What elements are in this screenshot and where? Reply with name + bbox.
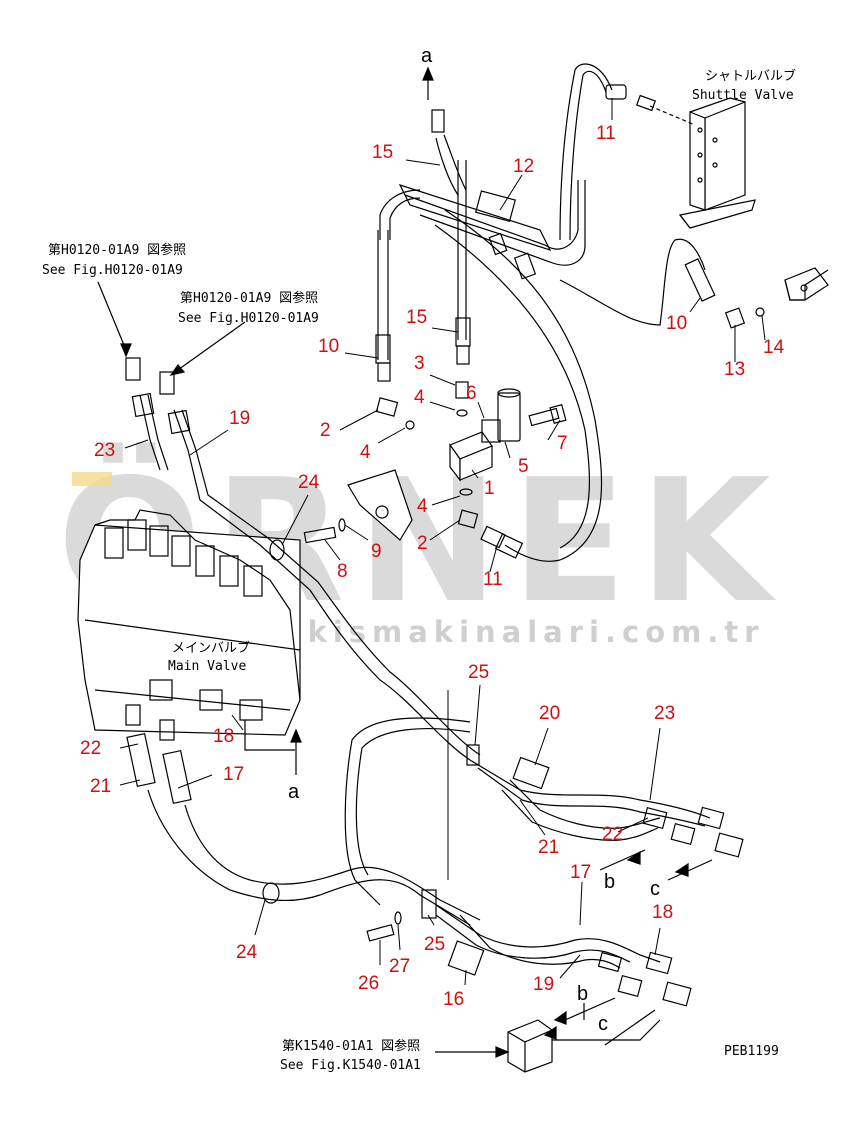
callout-7: 7 (557, 433, 568, 454)
callout-23-right: 23 (654, 703, 675, 724)
callout-15-top: 15 (372, 142, 393, 163)
main-valve-body (77, 509, 301, 736)
main-valve-label-en: Main Valve (168, 659, 246, 674)
callout-9: 9 (371, 541, 382, 562)
callout-15-mid: 15 (406, 307, 427, 328)
callout-16: 16 (443, 989, 464, 1010)
callout-11-top: 11 (596, 123, 616, 144)
ref-h0120-2-jp: 第H0120-01A9 図参照 (180, 290, 318, 306)
callout-2-top: 2 (320, 420, 331, 441)
callout-25-bottom: 25 (424, 934, 445, 955)
callout-10-right: 10 (666, 313, 687, 334)
callout-20: 20 (539, 703, 560, 724)
ref-h0120-2-en: See Fig.H0120-01A9 (178, 311, 319, 326)
callout-25-top: 25 (468, 662, 489, 683)
callout-22-right: 22 (602, 824, 623, 845)
callout-10-left: 10 (318, 336, 339, 357)
line-work (77, 63, 829, 1073)
callout-24-bottom: 24 (236, 942, 258, 963)
callout-4-c: 4 (417, 496, 428, 517)
shuttle-valve-label-jp: シャトルバルブ (705, 68, 796, 84)
callout-4-b: 4 (360, 442, 371, 463)
arrow-b-upper: b (604, 871, 615, 893)
callout-22-left: 22 (80, 738, 101, 759)
callout-23-top: 23 (94, 440, 115, 461)
arrow-a-bottom: a (288, 781, 300, 803)
callout-14: 14 (763, 337, 785, 358)
shuttle-valve-body (678, 97, 756, 229)
callout-26: 26 (358, 973, 379, 994)
callout-13: 13 (724, 359, 745, 380)
callout-19-bottom: 19 (533, 974, 554, 995)
callout-21-right: 21 (538, 837, 559, 858)
ref-k1540-jp: 第K1540-01A1 図参照 (282, 1038, 420, 1054)
diagram-id: PEB1199 (724, 1044, 779, 1059)
part-callouts: 15 12 11 15 10 10 14 13 3 4 6 2 4 7 5 1 … (80, 123, 785, 1010)
reference-labels: 第H0120-01A9 図参照 See Fig.H0120-01A9 第H012… (42, 68, 796, 1073)
callout-3: 3 (414, 353, 425, 374)
ref-h0120-1-jp: 第H0120-01A9 図参照 (48, 242, 186, 258)
callout-4-a: 4 (414, 387, 425, 408)
callout-12: 12 (513, 156, 534, 177)
callout-17-left: 17 (223, 764, 244, 785)
callout-18-left: 18 (213, 726, 234, 747)
arrow-c-upper: c (650, 878, 660, 900)
callout-17-right: 17 (570, 862, 591, 883)
callout-8: 8 (337, 561, 348, 582)
ref-h0120-1-en: See Fig.H0120-01A9 (42, 263, 183, 278)
callout-19-top: 19 (229, 408, 250, 429)
arrow-a-top: a (421, 45, 433, 67)
callout-24-top: 24 (298, 472, 320, 493)
callout-21-left: 21 (90, 776, 111, 797)
callout-2-bottom: 2 (417, 533, 428, 554)
direction-letters: a a b c b c (288, 45, 660, 1035)
callout-5: 5 (518, 456, 529, 477)
ref-k1540-en: See Fig.K1540-01A1 (280, 1058, 421, 1073)
main-valve-label-jp: メインバルブ (172, 640, 250, 656)
shuttle-valve-label-en: Shuttle Valve (692, 88, 794, 103)
callout-6: 6 (466, 383, 477, 404)
callout-18-right: 18 (652, 902, 673, 923)
callout-27: 27 (389, 956, 410, 977)
watermark-accent (72, 472, 112, 486)
arrow-b-lower: b (577, 983, 588, 1005)
arrow-c-lower: c (598, 1013, 608, 1035)
callout-11-mid: 11 (483, 569, 503, 590)
callout-1: 1 (484, 478, 495, 499)
